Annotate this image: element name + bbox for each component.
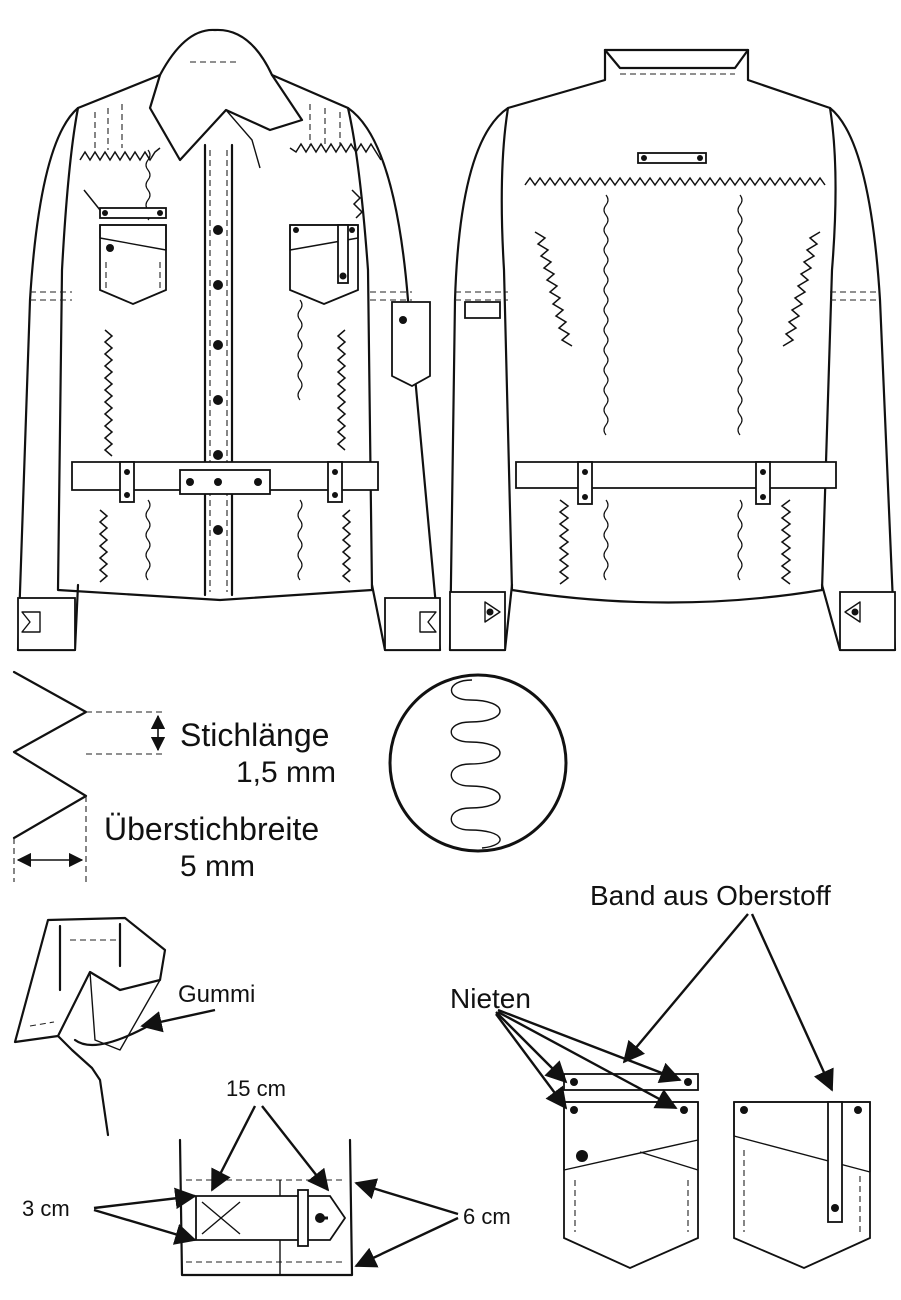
wave-stitch-detail	[388, 673, 568, 853]
belt-loop-label: 6 cm	[463, 1204, 511, 1229]
belt-length-label: 15 cm	[226, 1076, 286, 1101]
rivets-label: Nieten	[450, 983, 531, 1014]
belt-height-label: 3 cm	[22, 1196, 70, 1221]
cuff-belt-detail: 15 cm 3 cm 6 cm	[22, 1076, 511, 1277]
stitch-length-label: Stichlänge	[180, 717, 329, 753]
jacket-back-view	[448, 48, 897, 652]
stitch-length-value: 1,5 mm	[236, 756, 336, 789]
overstitch-width-label: Überstichbreite	[104, 811, 319, 847]
overstitch-width-value: 5 mm	[180, 850, 255, 883]
collar-detail: Gummi	[13, 916, 255, 1137]
band-fabric-label: Band aus Oberstoff	[590, 880, 831, 911]
zigzag-stitch-detail: Stichlänge 1,5 mm Überstichbreite 5 mm	[12, 670, 336, 883]
pocket-detail: Band aus Oberstoff Nieten	[450, 880, 871, 1269]
elastic-label: Gummi	[178, 981, 255, 1008]
jacket-front-view	[16, 28, 442, 652]
